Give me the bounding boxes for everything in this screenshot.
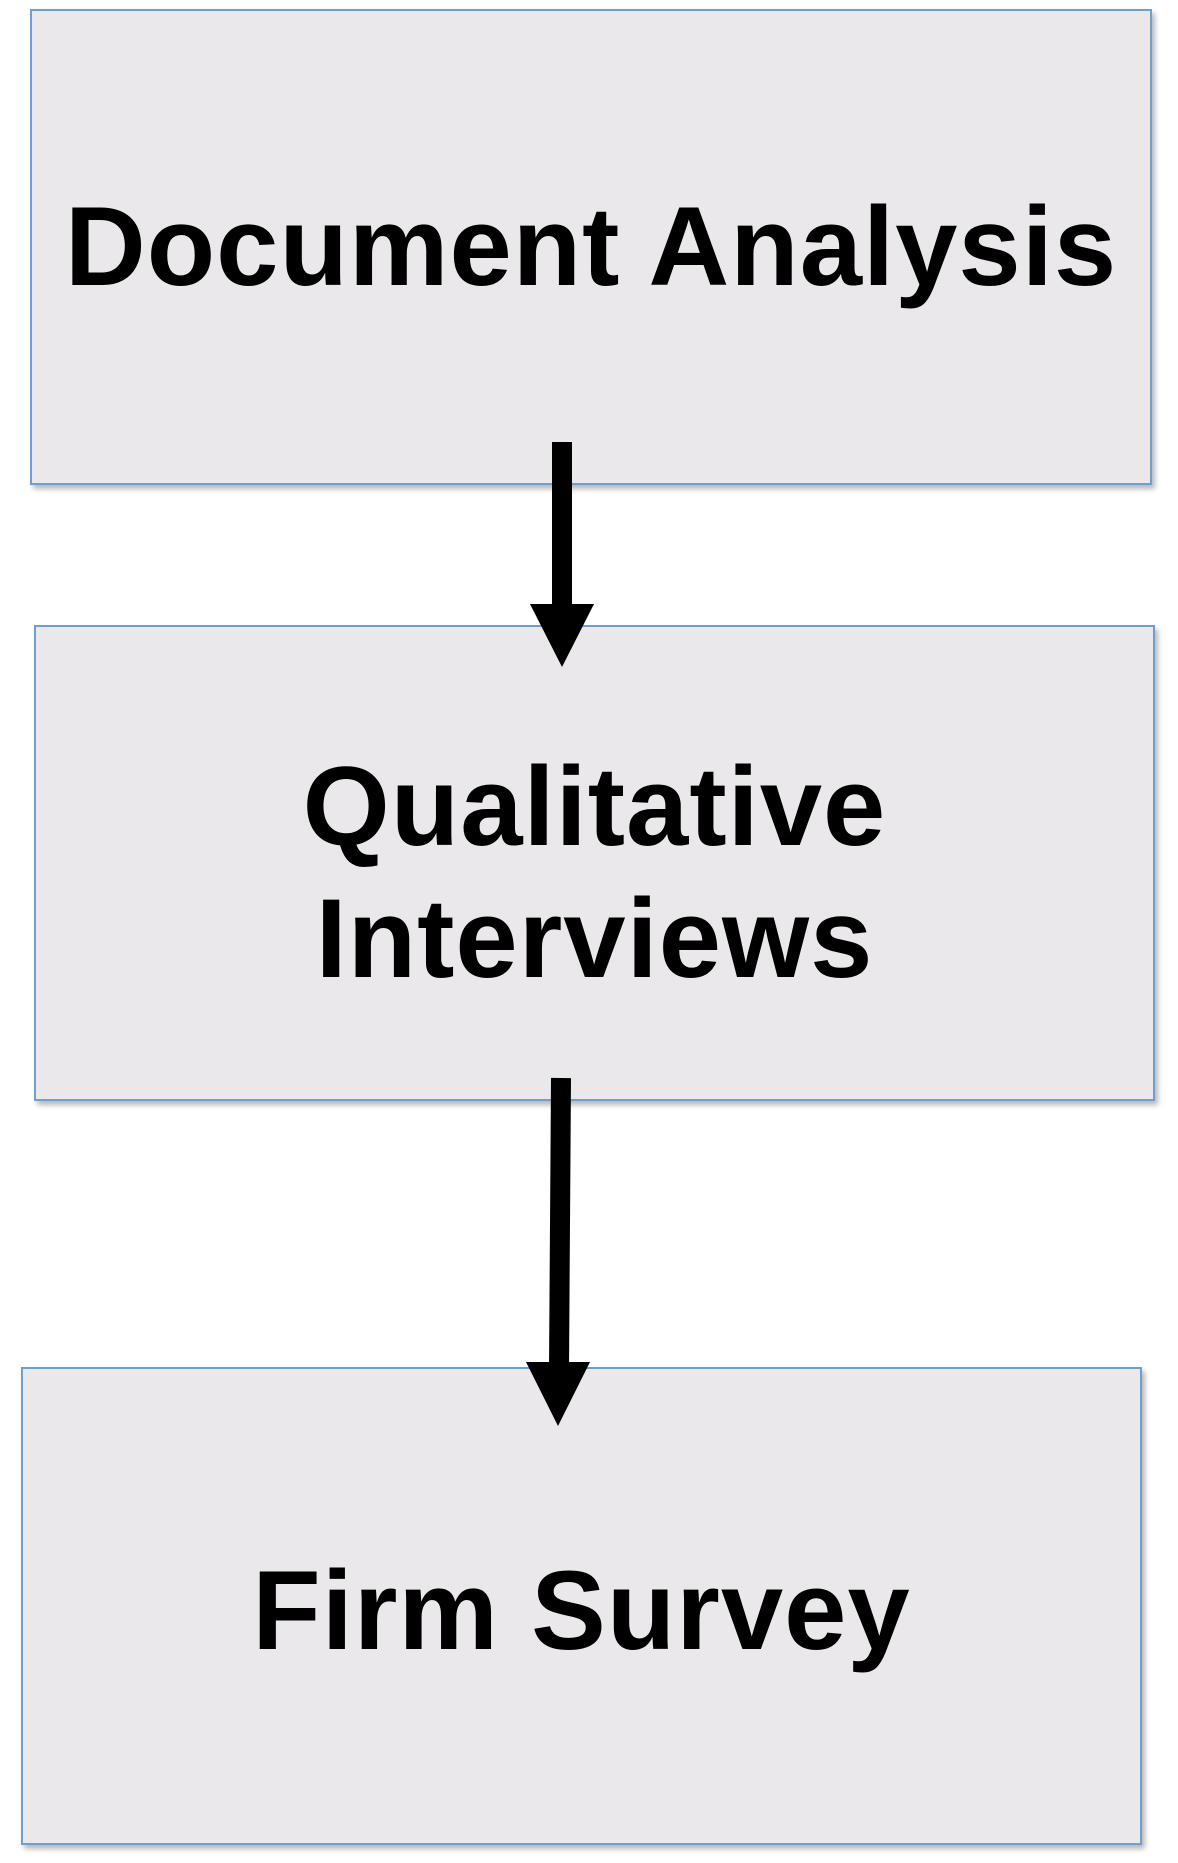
step-label-qualitative-interviews: Qualitative Interviews [302,744,887,1001]
step-box-document-analysis: Document Analysis [30,9,1152,485]
step-box-firm-survey: Firm Survey [21,1367,1142,1845]
arrow-shaft [549,1077,571,1371]
step-label-firm-survey: Firm Survey [252,1548,911,1673]
step-label-document-analysis: Document Analysis [64,184,1118,309]
step-box-qualitative-interviews: Qualitative Interviews [34,625,1155,1101]
